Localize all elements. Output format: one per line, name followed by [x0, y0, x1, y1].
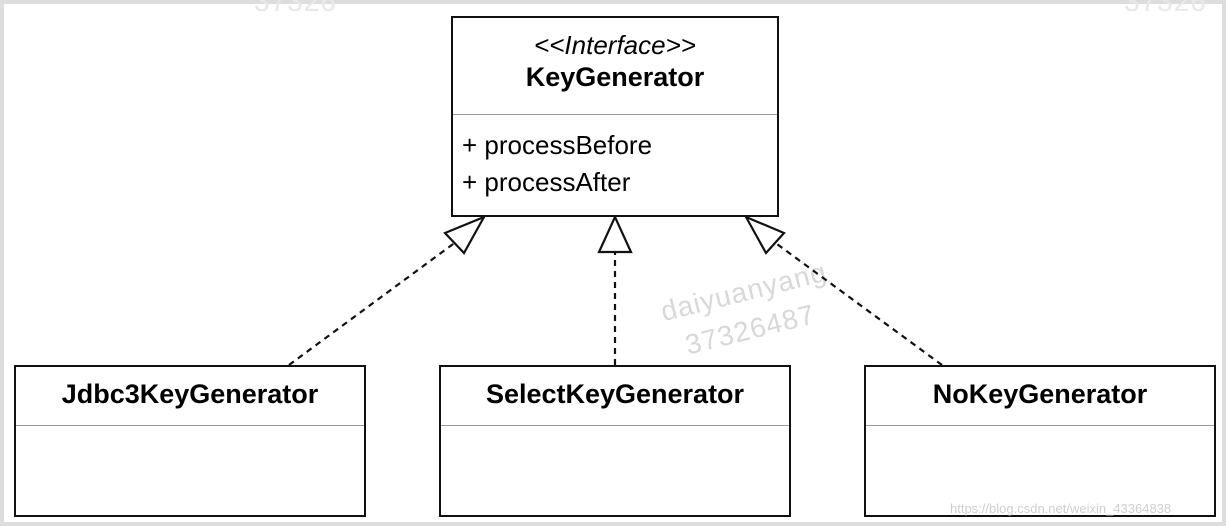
class-name: SelectKeyGenerator [485, 379, 745, 409]
realization-connectors [288, 214, 943, 366]
arrowhead-nokey [743, 214, 786, 255]
connector-nokey [765, 235, 943, 366]
class-name: Jdbc3KeyGenerator [61, 379, 319, 409]
arrowhead-jdbc3 [443, 214, 487, 255]
connector-jdbc3 [288, 235, 465, 366]
class-name: NoKeyGenerator [932, 379, 1148, 409]
class-nokeygenerator-box: NoKeyGenerator [864, 365, 1216, 517]
watermark-url: https://blog.csdn.net/weixin_43364838 [950, 501, 1172, 516]
class-header: NoKeyGenerator [866, 367, 1214, 426]
watermark-top-left: 37326 [254, 0, 337, 17]
method-process-before: + processBefore [462, 130, 653, 160]
class-selectkeygenerator-box: SelectKeyGenerator [439, 365, 791, 517]
interface-stereotype: <<Interface>> [534, 30, 696, 60]
interface-methods: + processBefore + processAfter [453, 115, 777, 201]
interface-header: <<Interface>> KeyGenerator [453, 18, 777, 115]
class-header: SelectKeyGenerator [441, 367, 789, 426]
arrowhead-select [597, 214, 633, 254]
interface-name: KeyGenerator [525, 62, 705, 92]
class-header: Jdbc3KeyGenerator [16, 367, 364, 426]
watermark-top-right: 37326 [1124, 0, 1207, 17]
method-process-after: + processAfter [462, 167, 631, 197]
class-jdbc3keygenerator-box: Jdbc3KeyGenerator [14, 365, 366, 517]
interface-keygenerator-box: <<Interface>> KeyGenerator + processBefo… [451, 16, 779, 217]
